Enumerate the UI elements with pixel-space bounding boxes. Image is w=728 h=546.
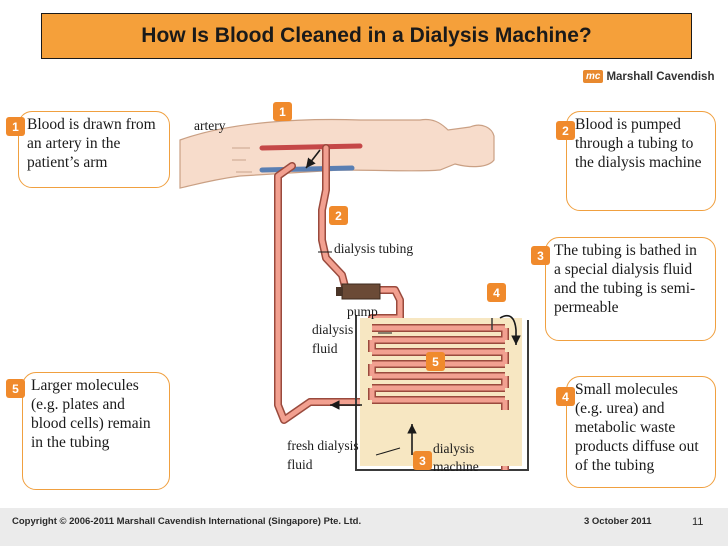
publisher-logo: mc Marshall Cavendish: [583, 70, 714, 83]
leader-lines: [318, 251, 401, 456]
marker-4: 4: [487, 283, 506, 302]
label-fresh-line2: fluid: [287, 457, 313, 472]
label-machine-line1: dialysis: [433, 441, 475, 456]
slide-title: How Is Blood Cleaned in a Dialysis Machi…: [41, 13, 692, 59]
label-machine-line2: machine: [433, 459, 479, 474]
label-pump: pump: [347, 304, 378, 319]
logo-text: Marshall Cavendish: [606, 70, 715, 83]
callout-1-text: Blood is drawn from an artery in the pat…: [27, 116, 156, 171]
callout-3-text: The tubing is bathed in a special dialys…: [554, 242, 697, 316]
pump-body: [341, 283, 381, 300]
label-dialysis-fluid-line1: dialysis: [312, 322, 354, 337]
arm-lines: [232, 147, 252, 173]
marker-2: 2: [329, 206, 348, 225]
callout-4-number: 4: [556, 387, 575, 406]
pump-connector: [336, 287, 343, 296]
callout-1-number: 1: [6, 117, 25, 136]
callout-2-text: Blood is pumped through a tubing to the …: [575, 116, 702, 171]
slide-footer: Copyright © 2006-2011 Marshall Cavendish…: [0, 508, 728, 546]
tubing: [274, 144, 404, 424]
callout-4: Small molecules (e.g. urea) and metaboli…: [566, 376, 716, 488]
marker-5: 5: [426, 352, 445, 371]
footer-date: 3 October 2011: [584, 516, 652, 527]
machine-outline: [355, 315, 529, 471]
marker-3: 3: [413, 451, 432, 470]
callout-5-text: Larger molecules (e.g. plates and blood …: [31, 377, 151, 451]
callout-5: Larger molecules (e.g. plates and blood …: [22, 372, 170, 490]
callout-3-number: 3: [531, 246, 550, 265]
artery-vessel: [259, 143, 363, 151]
logo-mark: mc: [583, 70, 604, 83]
dialysis-machine: [355, 315, 529, 471]
arm-illustration: [179, 118, 495, 189]
callout-4-text: Small molecules (e.g. urea) and metaboli…: [575, 381, 699, 474]
flow-arrows: [305, 149, 521, 455]
arrow-fluid-out: [499, 314, 521, 345]
arrow-artery: [305, 149, 321, 169]
callout-2: Blood is pumped through a tubing to the …: [566, 111, 716, 211]
callout-2-number: 2: [556, 121, 575, 140]
footer-page-number: 11: [692, 516, 704, 528]
label-dialysis-fluid-line2: fluid: [312, 341, 338, 356]
arm-shape: [179, 118, 495, 189]
label-fresh-line1: fresh dialysis: [287, 438, 359, 453]
label-artery: artery: [194, 118, 226, 133]
callout-1: Blood is drawn from an artery in the pat…: [18, 111, 170, 188]
label-dialysis-tubing: dialysis tubing: [334, 241, 414, 256]
vein-vessel: [259, 165, 355, 173]
machine-lower-fluid: [360, 410, 522, 466]
tube-fill: [275, 145, 403, 423]
leader-fresh: [375, 447, 401, 456]
footer-copyright: Copyright © 2006-2011 Marshall Cavendish…: [12, 516, 362, 527]
marker-1: 1: [273, 102, 292, 121]
callout-3: The tubing is bathed in a special dialys…: [545, 237, 716, 341]
callout-5-number: 5: [6, 379, 25, 398]
